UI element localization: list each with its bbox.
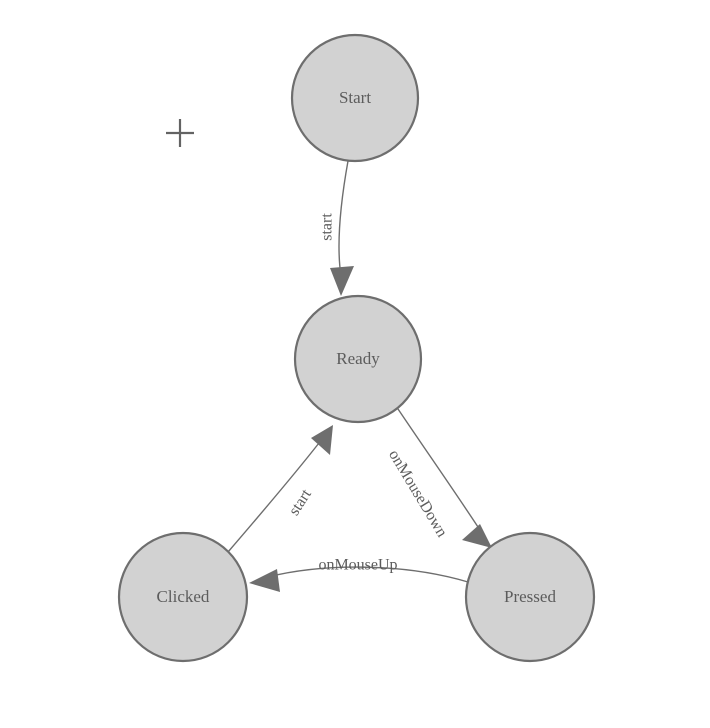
state-node-start[interactable]: Start <box>290 33 420 163</box>
edge-arrowhead-icon <box>249 569 280 592</box>
node-circle <box>290 33 420 163</box>
node-circle <box>464 531 596 663</box>
crosshair-layer <box>166 119 194 147</box>
crosshair-icon <box>166 119 194 147</box>
node-label: Clicked <box>157 587 210 606</box>
node-circle <box>117 531 249 663</box>
edge-ready-to-pressed[interactable]: onMouseDown <box>385 408 492 548</box>
state-node-pressed[interactable]: Pressed <box>464 531 596 663</box>
edge-line <box>397 408 479 528</box>
node-circle <box>293 294 423 424</box>
edge-label: onMouseUp <box>318 557 397 574</box>
edge-label: start <box>319 213 336 241</box>
node-label: Ready <box>336 349 380 368</box>
edge-line <box>267 566 469 583</box>
state-node-clicked[interactable]: Clicked <box>117 531 249 663</box>
edge-arrowhead-icon <box>330 266 354 296</box>
edge-start-to-ready[interactable]: start <box>319 160 354 296</box>
edge-clicked-to-ready[interactable]: start <box>227 425 333 553</box>
edge-line <box>338 160 349 277</box>
edge-label: start <box>286 486 316 519</box>
node-label: Start <box>339 88 371 107</box>
node-label: Pressed <box>504 587 556 606</box>
state-node-ready[interactable]: Ready <box>293 294 423 424</box>
edge-line <box>227 442 320 553</box>
edge-label: onMouseDown <box>385 447 450 540</box>
edge-arrowhead-icon <box>311 425 333 455</box>
edge-arrowhead-icon <box>462 524 492 548</box>
edge-pressed-to-clicked[interactable]: onMouseUp <box>249 557 469 592</box>
